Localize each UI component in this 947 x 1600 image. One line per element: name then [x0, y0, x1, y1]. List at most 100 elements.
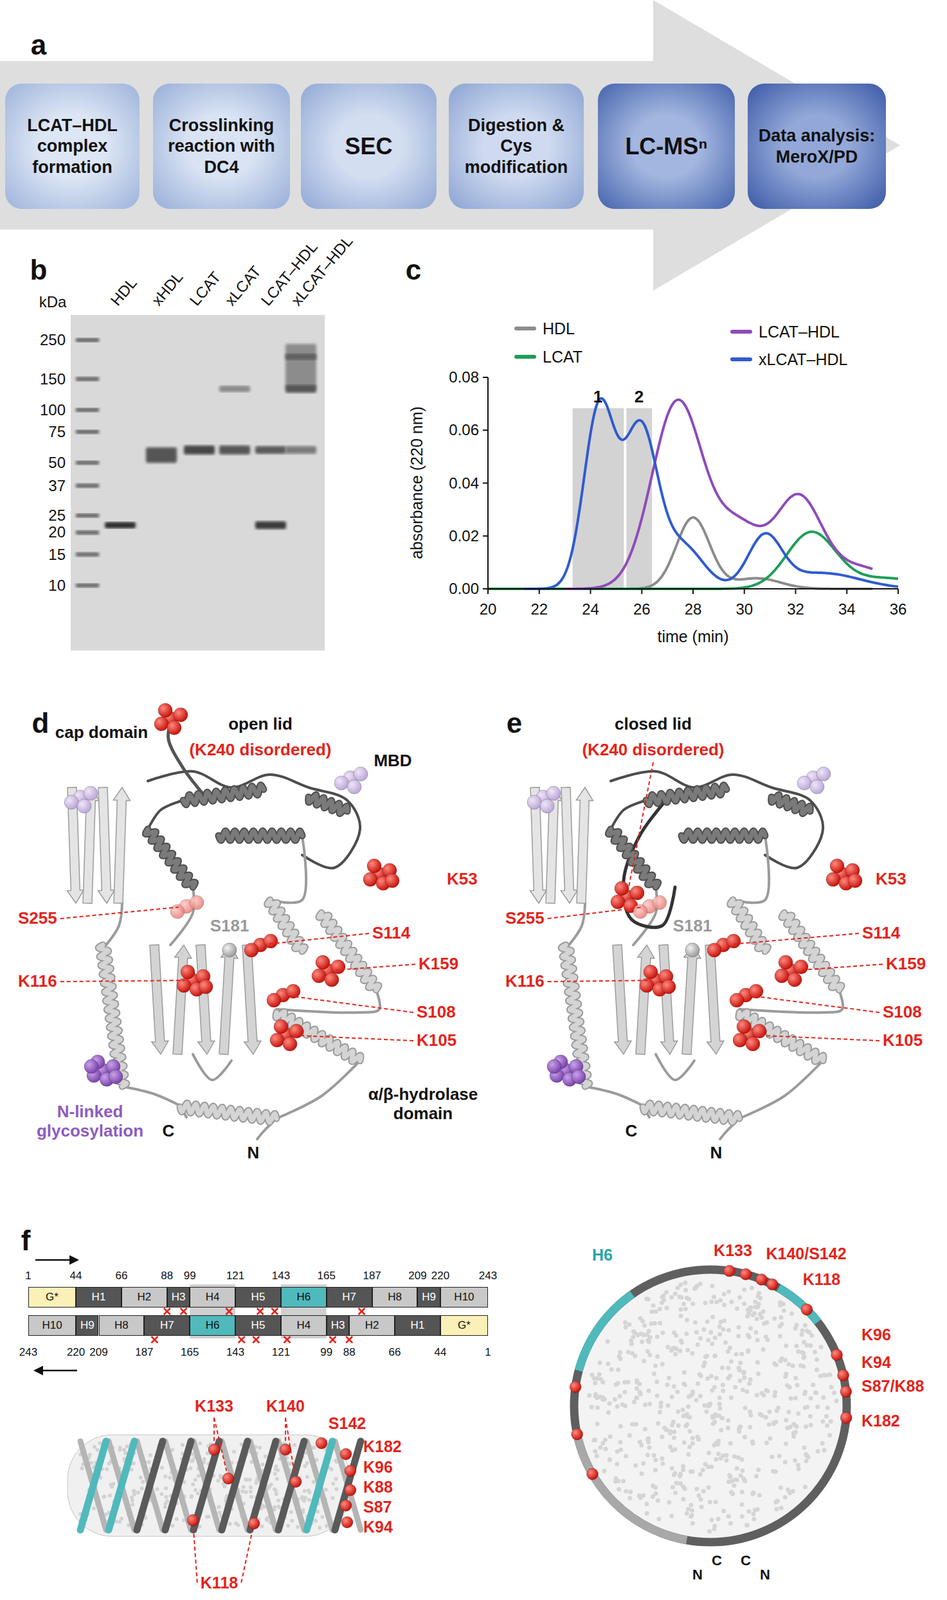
residue-sphere: [732, 1033, 748, 1048]
lipid-dot: [307, 1490, 312, 1495]
lipid-dot: [633, 1463, 638, 1468]
residue-sphere: [571, 1428, 584, 1441]
residue-label: S108: [416, 1002, 456, 1023]
helix-segment: H4: [189, 1287, 236, 1308]
belt-helix: [108, 1441, 135, 1531]
leader-line: [798, 964, 883, 971]
residue-sphere: [64, 795, 79, 810]
lcat-structure-open: [64, 703, 400, 1140]
node-text: H4: [281, 1319, 326, 1333]
lipid-dot: [617, 1356, 623, 1362]
lipid-dot: [707, 1529, 712, 1534]
lipid-dot: [677, 1348, 683, 1354]
leader-line: [241, 1531, 253, 1583]
lipid-dot: [122, 1447, 127, 1452]
lipid-dot: [795, 1349, 801, 1354]
ladder-band: [75, 408, 100, 413]
lipid-dot: [637, 1382, 642, 1387]
lipid-dot: [629, 1341, 634, 1347]
lipid-dot: [746, 1509, 751, 1515]
residue-number: 220: [66, 1346, 85, 1360]
lipid-dot: [695, 1434, 701, 1440]
legend-label: xLCAT–HDL: [758, 350, 848, 370]
leader-line: [335, 964, 416, 971]
lipid-dot: [741, 1370, 747, 1375]
crosslink-mark: [271, 1308, 278, 1315]
lipid-dot: [774, 1499, 780, 1504]
leader-lines: [60, 762, 883, 1583]
lipid-dot: [693, 1285, 698, 1291]
lipid-dot: [132, 1492, 137, 1497]
tick-label: 22: [530, 600, 548, 619]
node-text: H7: [144, 1319, 190, 1333]
panel-letter: a: [30, 28, 47, 62]
protein-helix: [781, 912, 842, 991]
lipid-dot: [736, 1325, 742, 1330]
lipid-dot: [639, 1471, 645, 1477]
helix-segment: H9: [75, 1315, 99, 1336]
lipid-dot: [709, 1464, 714, 1470]
residue-sphere: [363, 872, 378, 887]
lipid-dot: [647, 1445, 652, 1451]
protein-band: [285, 353, 317, 361]
belt-ring: [574, 1269, 847, 1543]
lipid-dot: [684, 1317, 690, 1323]
lipid-dot: [684, 1296, 690, 1301]
lipid-dot: [794, 1323, 800, 1328]
lipid-dot: [180, 1443, 185, 1448]
protein-band: [255, 521, 287, 530]
residue-label: K105: [882, 1031, 923, 1051]
crosslink-mark: [151, 1336, 158, 1344]
lipid-dot: [655, 1498, 661, 1504]
terminus-label: C: [711, 1552, 722, 1569]
lipid-dot: [720, 1382, 726, 1388]
lipid-dot: [618, 1440, 623, 1445]
axis-tick: [482, 588, 488, 590]
lipid-dot: [801, 1364, 806, 1369]
lipid-dot: [750, 1312, 755, 1318]
leader-line: [193, 1528, 198, 1583]
belt-helix: [80, 1441, 107, 1531]
protein-helix: [608, 829, 658, 888]
lipid-dot: [732, 1477, 738, 1482]
domain-label: MBD: [373, 751, 412, 771]
lipid-dot: [660, 1461, 665, 1466]
lipid-dot: [781, 1301, 786, 1307]
lipid-dot: [642, 1427, 648, 1432]
lipid-dot: [622, 1320, 628, 1326]
lipid-dot: [718, 1427, 724, 1433]
lipid-dot: [660, 1330, 665, 1336]
lipid-dot: [820, 1395, 826, 1401]
lipid-dot: [757, 1493, 762, 1498]
lipid-dot: [778, 1315, 784, 1320]
lipid-dot: [217, 1510, 222, 1515]
lipid-dot: [216, 1478, 220, 1483]
lipid-dot: [781, 1308, 787, 1313]
protein-helix: [318, 912, 379, 991]
lipid-dot: [640, 1493, 646, 1498]
lipid-dot: [737, 1295, 742, 1300]
protein-strand: [242, 945, 262, 1055]
lipid-dot: [742, 1478, 748, 1484]
lipid-dot: [595, 1421, 600, 1426]
panel-letter: b: [30, 253, 48, 287]
lipid-dot: [706, 1402, 712, 1407]
lipid-dot: [659, 1300, 665, 1306]
protein-helix: [642, 1103, 740, 1123]
belt-helix: [221, 1441, 248, 1531]
lipid-dot: [617, 1350, 623, 1355]
lipid-dot: [202, 1457, 207, 1462]
lipid-dot: [637, 1493, 642, 1498]
leader-line: [214, 1417, 227, 1471]
lipid-dot: [814, 1357, 820, 1363]
lipid-dot: [658, 1404, 663, 1410]
lipid-dot: [289, 1519, 294, 1524]
lipid-dot: [295, 1524, 300, 1529]
lipid-dot: [190, 1459, 195, 1464]
lipid-dot: [721, 1508, 726, 1514]
lipid-dot: [744, 1523, 749, 1528]
lipid-dot: [792, 1458, 798, 1463]
lipid-dot: [626, 1380, 631, 1385]
protein-strand: [682, 945, 701, 1055]
residue-sphere: [154, 716, 169, 731]
